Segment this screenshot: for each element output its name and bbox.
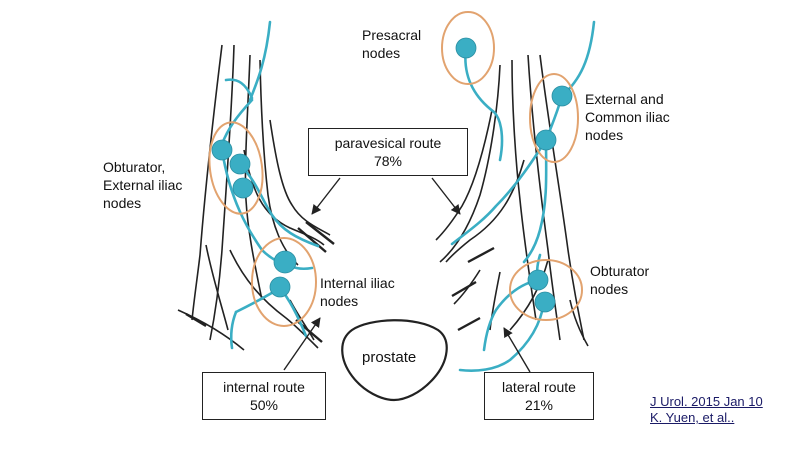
obturator-external-iliac-label-line: Obturator,	[103, 159, 166, 175]
internal-route-arrow	[283, 317, 321, 371]
paravesical-route-box: paravesical route 78%	[308, 128, 468, 176]
lymph-node	[455, 37, 477, 59]
presacral-label: Presacral nodes	[362, 26, 421, 62]
lymph-node	[535, 129, 557, 151]
right-vessel-clips	[451, 246, 495, 332]
lymph-nodes	[211, 37, 573, 313]
obturator-external-iliac-label-line: nodes	[103, 195, 142, 211]
external-common-iliac-label-line: External and	[585, 91, 664, 107]
obturator-external-iliac-ring	[208, 121, 264, 215]
citation[interactable]: J Urol. 2015 Jan 10 K. Yuen, et al..	[650, 394, 763, 426]
lymph-node	[229, 153, 251, 175]
internal-iliac-label-line: Internal iliac	[320, 275, 395, 291]
lymph-node	[273, 250, 297, 274]
lymph-node	[551, 85, 573, 107]
internal-iliac-ring	[251, 237, 317, 327]
external-common-iliac-label: External and Common iliac nodes	[585, 90, 670, 144]
external-common-iliac-label-line: nodes	[585, 127, 624, 143]
route-arrows	[283, 177, 531, 373]
internal-iliac-label-line: nodes	[320, 293, 359, 309]
citation-authors[interactable]: K. Yuen, et al..	[650, 410, 735, 425]
lymph-node	[534, 291, 556, 313]
lymph-node	[211, 139, 233, 161]
obturator-label-line: nodes	[590, 281, 629, 297]
left-vessel-clips	[185, 221, 335, 343]
internal-iliac-label: Internal iliac nodes	[320, 274, 395, 310]
lateral-route-percent: 21%	[524, 397, 554, 413]
external-common-iliac-ring	[529, 73, 579, 163]
prostate-outline	[341, 319, 448, 402]
obturator-label: Obturator nodes	[590, 262, 649, 298]
obturator-external-iliac-label-line: External iliac	[103, 177, 183, 193]
internal-route-box: internal route 50%	[202, 372, 326, 420]
node-group-rings	[208, 11, 583, 327]
lymph-node	[269, 276, 291, 298]
internal-route-name: internal route	[223, 379, 305, 395]
paravesical-arrow-left	[311, 177, 341, 215]
obturator-external-iliac-label: Obturator, External iliac nodes	[103, 158, 182, 212]
obturator-ring	[509, 259, 583, 321]
lateral-route-arrow	[503, 327, 531, 373]
internal-route-percent: 50%	[249, 397, 279, 413]
citation-journal[interactable]: J Urol. 2015 Jan 10	[650, 394, 763, 409]
lateral-route-name: lateral route	[502, 379, 576, 395]
prostate-label: prostate	[362, 349, 417, 366]
lymph-node	[232, 177, 254, 199]
paravesical-arrow-right	[431, 177, 461, 215]
obturator-label-line: Obturator	[590, 263, 650, 279]
presacral-label-line: nodes	[362, 45, 401, 61]
paravesical-route-percent: 78%	[373, 153, 403, 169]
lymph-node	[527, 269, 549, 291]
presacral-ring	[441, 11, 495, 85]
presacral-label-line: Presacral	[362, 27, 422, 43]
paravesical-route-name: paravesical route	[334, 135, 442, 151]
external-common-iliac-label-line: Common iliac	[585, 109, 670, 125]
lateral-route-box: lateral route 21%	[484, 372, 594, 420]
